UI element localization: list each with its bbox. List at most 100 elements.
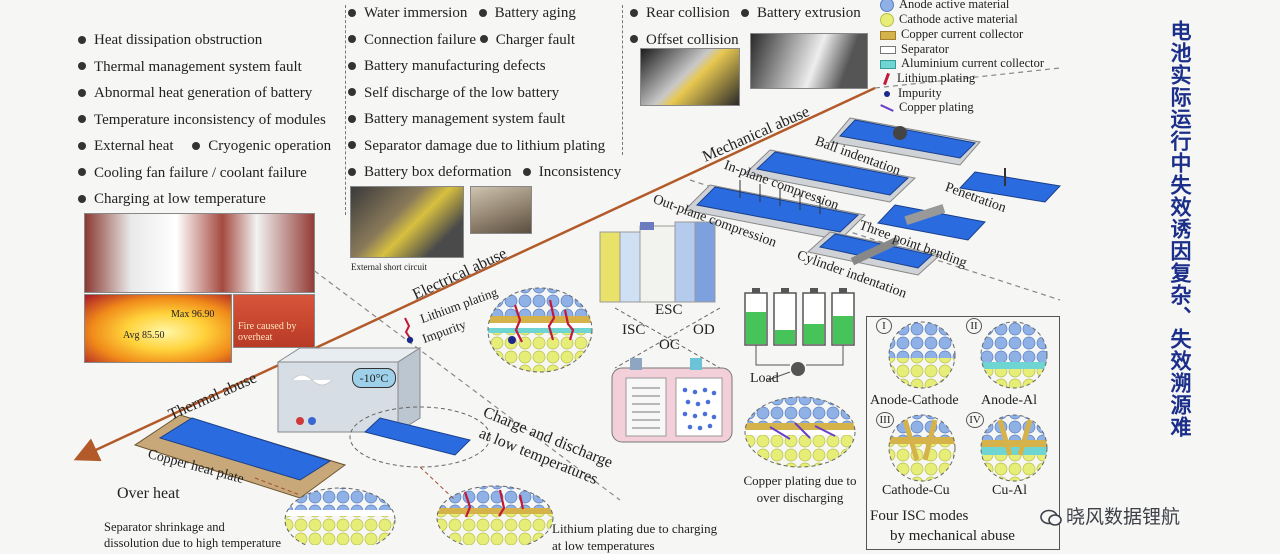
isc-mode-label: Anode-Al: [981, 393, 1037, 408]
copper-plating-caption: Copper plating due to over discharging: [743, 473, 857, 505]
electrical-cause-item: Separator damage due to lithium plating: [348, 133, 621, 160]
isc-mode-label: Anode-Cathode: [870, 393, 959, 408]
isc-mode-label: Cu-Al: [992, 483, 1027, 498]
electrical-cause-item: Self discharge of the low battery: [348, 80, 621, 107]
isc-panel-caption: by mechanical abuse: [890, 528, 1015, 544]
materials-legend: Anode active material Cathode active mat…: [880, 0, 1044, 115]
aluminium-swatch: [880, 60, 896, 70]
short-circuit-caption: External short circuit: [351, 262, 427, 272]
bottom-zoom-2: [436, 485, 554, 545]
legend-item: Copper current collector: [880, 27, 1044, 42]
thermal-causes-list: Heat dissipation obstruction Thermal man…: [78, 27, 331, 213]
bullet-dot: [348, 167, 356, 176]
isc-label: ISC: [622, 322, 646, 338]
isc-mode-num: II: [966, 318, 982, 334]
plating-zoom: [487, 287, 593, 373]
impurity-swatch: [884, 90, 890, 97]
legend-item: Copper plating: [880, 100, 1044, 115]
abuse-axis-line: [73, 86, 876, 462]
low-temp-plating-caption: at low temperatures: [552, 538, 655, 553]
bullet-dot: [78, 62, 86, 71]
mech-plates: [683, 117, 1062, 276]
legend-item: Aluminium current collector: [880, 56, 1044, 71]
electrical-cause-item: Battery management system fault: [348, 106, 621, 133]
bullet-dot: [740, 8, 749, 17]
thermal-cause-item: External heat Cryogenic operation: [78, 133, 331, 160]
copper-zoom: [744, 396, 856, 468]
od-label: OD: [693, 322, 715, 338]
bullet-dot: [630, 8, 638, 17]
legend-item: Anode active material: [880, 0, 1044, 13]
bullet-dot: [78, 194, 86, 203]
electrical-cause-item: Connection failure Charger fault: [348, 27, 621, 54]
legend-item: Separator: [880, 42, 1044, 57]
bullet-dot: [78, 168, 86, 177]
electrical-cause-item: Battery box deformation Inconsistency: [348, 159, 621, 186]
esc-label: ESC: [655, 302, 683, 318]
bullet-dot: [348, 141, 356, 150]
bullet-dot: [478, 8, 487, 17]
oc-label: OC: [659, 337, 680, 353]
avg-temperature-label: Avg 85.50: [123, 330, 165, 341]
copper-plating-swatch: [880, 104, 894, 113]
isc-mode-num: III: [876, 412, 894, 428]
max-temperature-label: Max 96.90: [171, 309, 215, 320]
pink-cell: [611, 358, 733, 443]
collision-photo-2: [750, 33, 868, 89]
bullet-dot: [348, 8, 356, 17]
fire-photo: Fire caused by overheat: [233, 294, 315, 348]
isc-mode-label: Cathode-Cu: [882, 483, 950, 498]
load-label: Load: [750, 371, 779, 386]
bullet-dot: [630, 35, 638, 44]
bullet-dot: [78, 35, 86, 44]
thermal-cause-item: Cooling fan failure / coolant failure: [78, 160, 331, 187]
thermal-cause-item: Thermal management system fault: [78, 54, 331, 81]
electrical-divider-left: [345, 5, 346, 215]
isc-mode-num: IV: [966, 412, 984, 428]
thermal-cause-item: Temperature inconsistency of modules: [78, 107, 331, 134]
cold-cell: [363, 417, 471, 456]
bullet-dot: [78, 141, 86, 150]
separator-swatch: [880, 45, 896, 54]
bullet-dot: [78, 115, 86, 124]
mechanical-causes-list: Rear collision Battery extrusion Offset …: [630, 0, 861, 53]
temperature-display: -10°C: [352, 368, 396, 388]
wechat-icon: [1040, 509, 1062, 527]
overheat-photo: [84, 213, 315, 293]
bullet-dot: [479, 35, 488, 44]
collision-photo-1: [640, 48, 740, 106]
bullet-dot: [348, 61, 356, 70]
bullet-dot: [348, 88, 356, 97]
bottom-zoom-1: [284, 487, 396, 545]
electrical-cause-item: Battery manufacturing defects: [348, 53, 621, 80]
bullet-dot: [192, 141, 201, 150]
mechanical-cause-item: Rear collision Battery extrusion: [630, 0, 861, 27]
bullet-dot: [348, 114, 356, 123]
bullet-dot: [348, 35, 356, 44]
electrical-cause-item: Water immersion Battery aging: [348, 0, 621, 27]
isc-panel-caption: Four ISC modes: [870, 508, 969, 524]
watermark: 晓风数据锂航: [1040, 502, 1180, 529]
anode-swatch: [880, 0, 894, 13]
mechanical-cause-item: Offset collision: [630, 27, 861, 54]
cell-stack: [599, 221, 716, 303]
bullet-dot: [522, 167, 531, 176]
thermal-cause-item: Charging at low temperature: [78, 186, 331, 213]
electrical-divider-right: [622, 5, 623, 155]
legend-item: Impurity: [880, 86, 1044, 101]
thermal-camera-image: Max 96.90 Avg 85.50: [84, 294, 232, 363]
overheat-caption: dissolution due to high temperature: [104, 536, 282, 550]
thermal-cause-item: Heat dissipation obstruction: [78, 27, 331, 54]
chinese-title-column-1: 电池实际运行中失效诱因复杂、失效溯源难: [1168, 20, 1192, 438]
legend-item: Lithium plating: [880, 71, 1044, 86]
box-deformation-photo: [470, 186, 532, 234]
axis-dashed-right: [874, 67, 1061, 89]
lithium-plating-swatch: [883, 73, 890, 86]
legend-item: Cathode active material: [880, 12, 1044, 28]
overheat-title: Over heat: [117, 485, 180, 502]
electrical-causes-list: Water immersion Battery aging Connection…: [348, 0, 621, 186]
cold-chamber: [276, 347, 422, 433]
bullet-dot: [78, 88, 86, 97]
battery-series: [744, 288, 855, 381]
